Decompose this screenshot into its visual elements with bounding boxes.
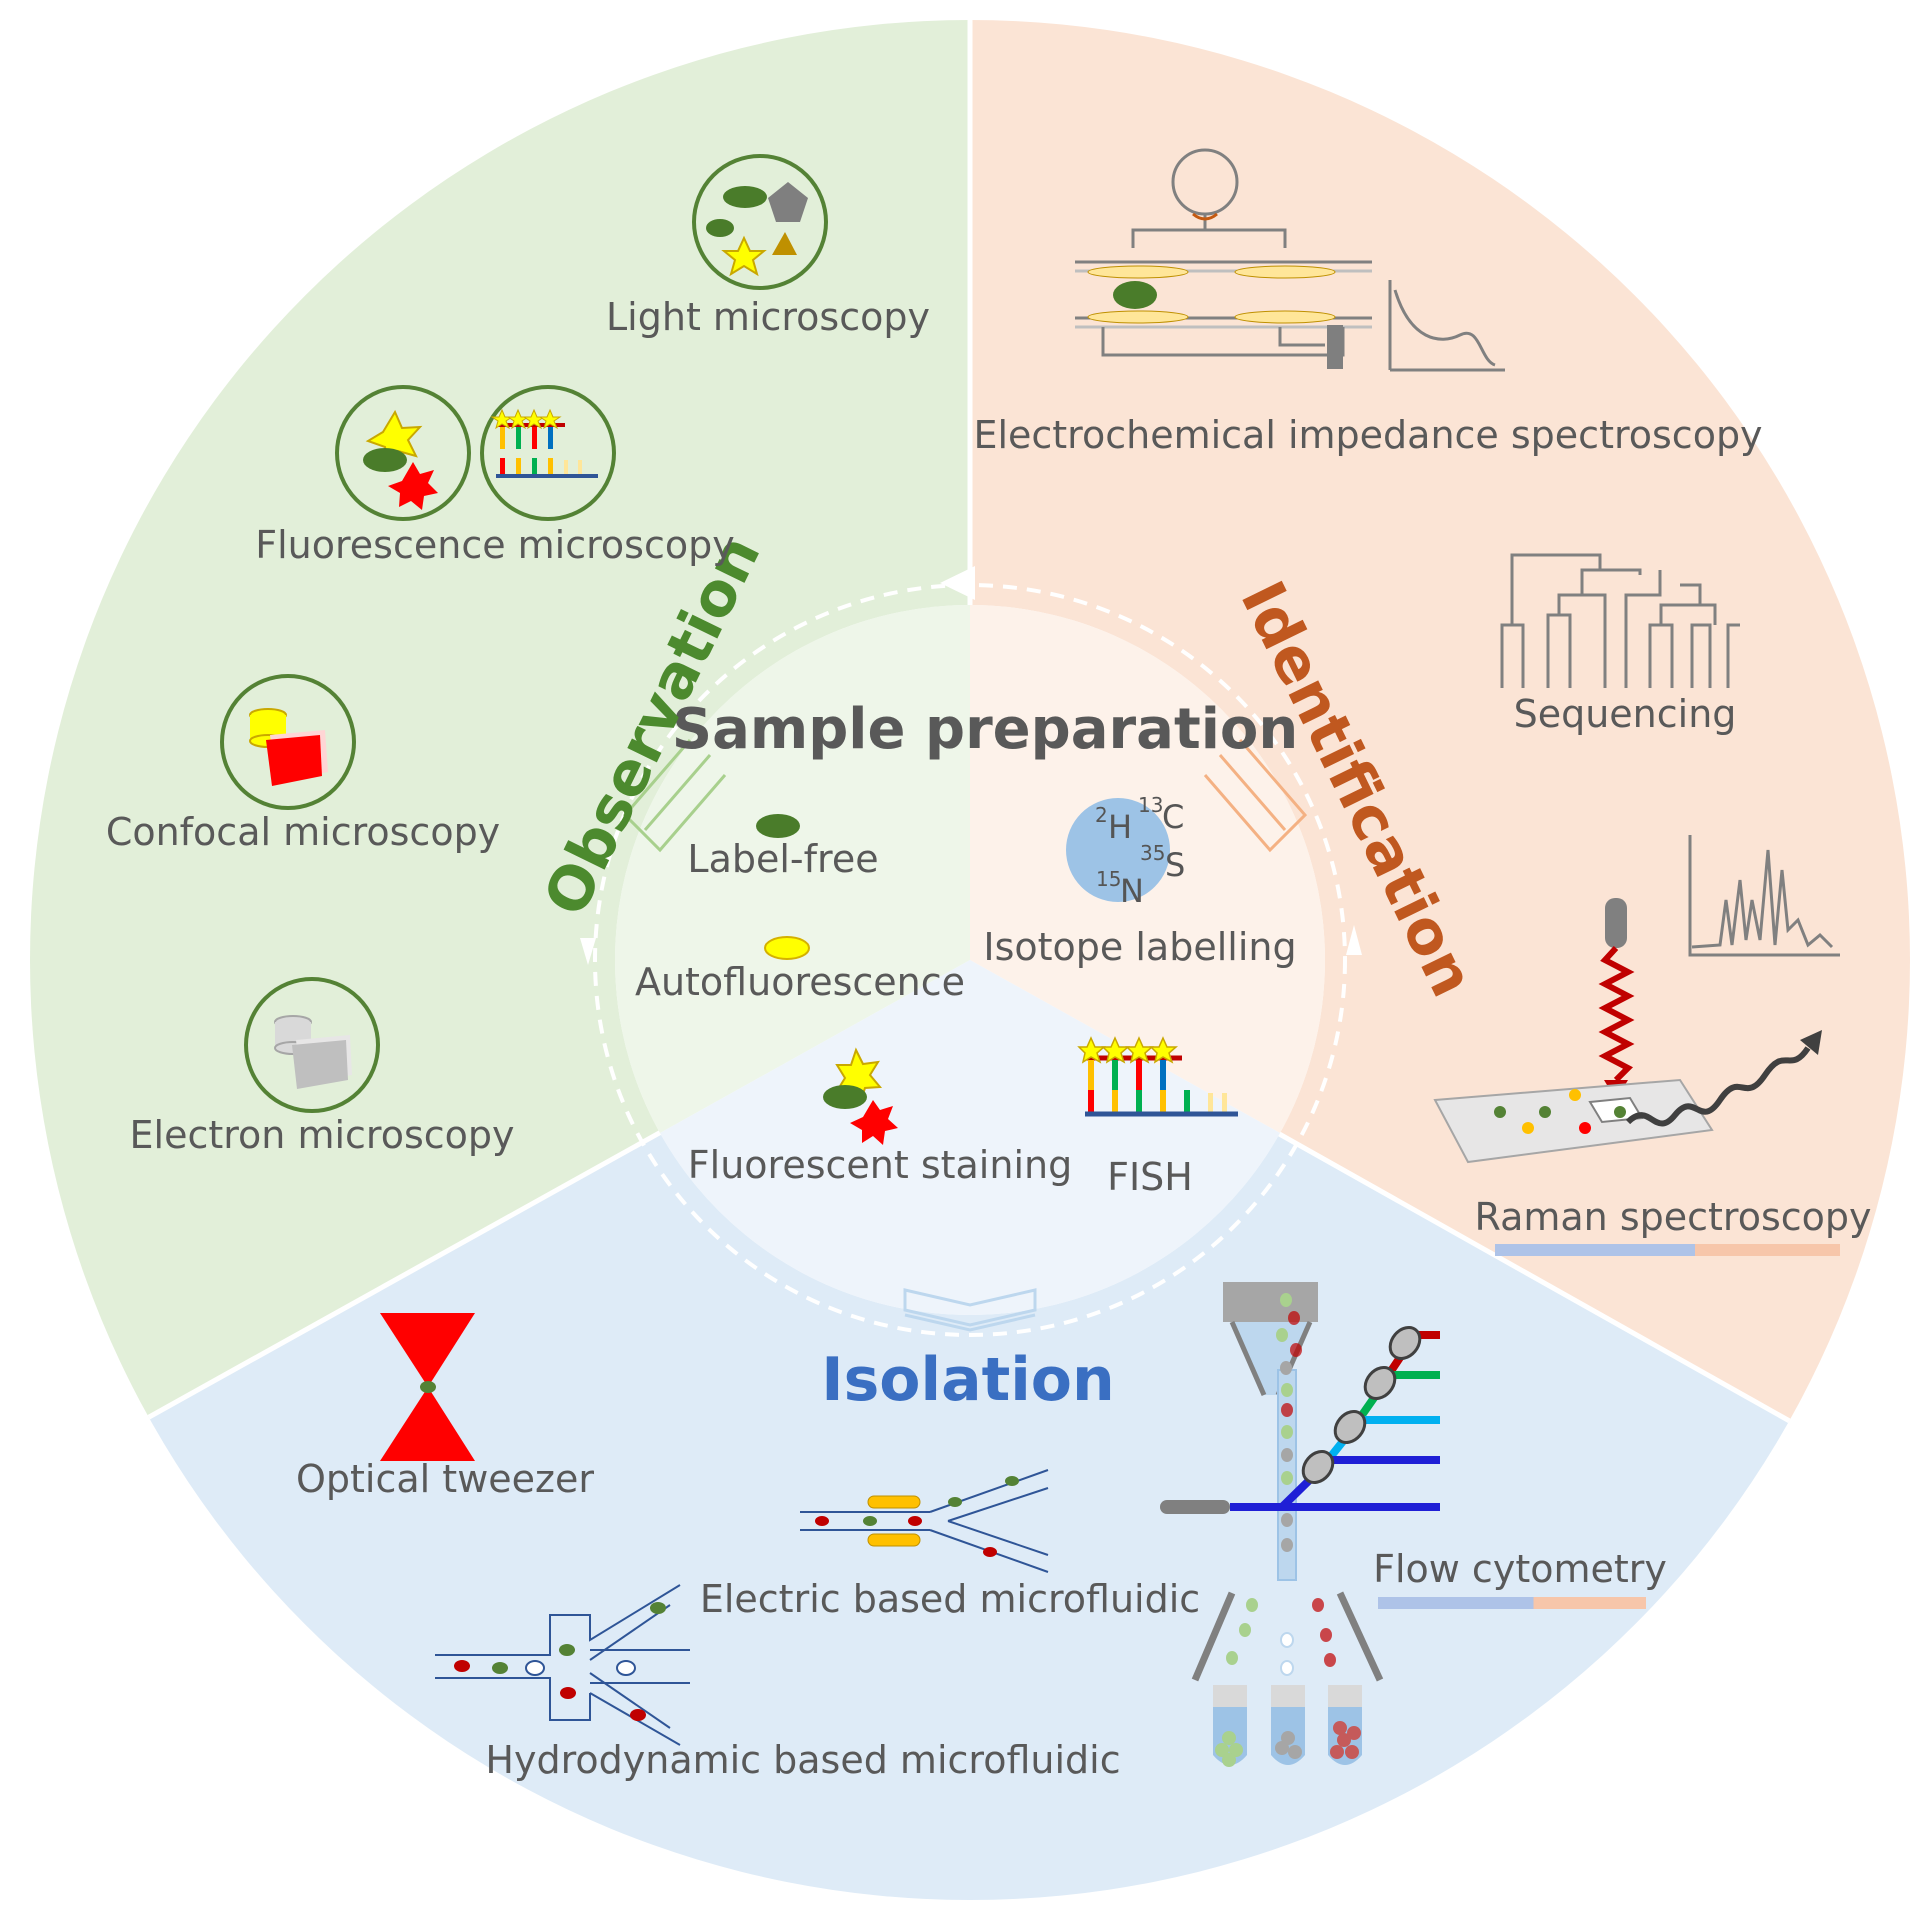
fish-probe-icon <box>1077 1036 1238 1117</box>
electric-microfluidic-label: Electric based microfluidic <box>700 1577 1200 1621</box>
cycle-dashed-ring <box>593 583 1347 1337</box>
identification-chevron <box>1203 739 1308 853</box>
flow-cytometry-bar <box>1378 1597 1646 1609</box>
flow-cytometry-icon <box>1160 1282 1440 1767</box>
isotope-labelling-label: Isotope labelling <box>983 925 1296 969</box>
isotope-s35-mass: 35 <box>1140 841 1165 865</box>
optical-tweezer-icon <box>380 1313 475 1461</box>
flow-cytometry-label: Flow cytometry <box>1373 1547 1667 1591</box>
eis-label: Electrochemical impedance spectroscopy <box>973 413 1762 457</box>
raman-label: Raman spectroscopy <box>1475 1195 1872 1239</box>
isolation-chevron <box>903 1288 1037 1332</box>
label-free-cell-icon <box>756 814 800 838</box>
fluorescence-microscopy-icon <box>335 385 616 521</box>
light-microscopy-icon <box>692 154 828 290</box>
eis-electrodes <box>1087 212 1343 369</box>
optical-tweezer-label: Optical tweezer <box>296 1457 594 1501</box>
isotope-h2-mass: 2 <box>1095 803 1108 827</box>
center-title: Sample preparation <box>672 697 1299 762</box>
isotope-c13-symbol: C <box>1162 798 1184 836</box>
electron-microscopy-icon <box>244 977 380 1113</box>
light-microscopy-label: Light microscopy <box>606 295 930 339</box>
cycle-arrow-left <box>580 938 596 965</box>
raman-setup-icon <box>1433 835 1840 1164</box>
isotope-h2-symbol: H <box>1108 808 1132 846</box>
isotope-c13-mass: 13 <box>1138 793 1163 817</box>
sequencing-label: Sequencing <box>1514 692 1737 736</box>
electron-microscopy-label: Electron microscopy <box>130 1113 515 1157</box>
isotope-circle-icon: 2 H 13 C 35 S 15 N <box>1066 793 1185 910</box>
fluorescence-microscopy-label: Fluorescence microscopy <box>255 523 734 567</box>
confocal-microscopy-icon <box>220 674 356 810</box>
fish-label: FISH <box>1107 1155 1193 1199</box>
isotope-s35-symbol: S <box>1165 846 1185 884</box>
fluorescent-staining-label: Fluorescent staining <box>688 1143 1072 1187</box>
confocal-microscopy-label: Confocal microscopy <box>106 810 500 854</box>
isotope-n15-symbol: N <box>1120 872 1144 910</box>
autofluorescence-cell-icon <box>764 936 810 960</box>
label-free-label: Label-free <box>687 837 878 881</box>
hydrodynamic-microfluidic-label: Hydrodynamic based microfluidic <box>485 1738 1120 1782</box>
isotope-n15-mass: 15 <box>1096 867 1121 891</box>
autofluorescence-label: Autofluorescence <box>635 960 965 1004</box>
hydrodynamic-microfluidic-icon <box>435 1584 690 1746</box>
cycle-arrow-right <box>1346 925 1362 955</box>
sequencing-tree-icon <box>1500 553 1740 688</box>
cycle-arrow-top <box>940 566 975 600</box>
isolation-sector <box>30 960 1910 1900</box>
isolation-title: Isolation <box>821 1345 1115 1415</box>
raman-bar <box>1495 1244 1840 1256</box>
observation-sector <box>30 20 970 1500</box>
observation-chevron <box>622 739 727 853</box>
electric-microfluidic-icon <box>800 1469 1049 1573</box>
fluorescent-staining-icon <box>823 1047 898 1145</box>
